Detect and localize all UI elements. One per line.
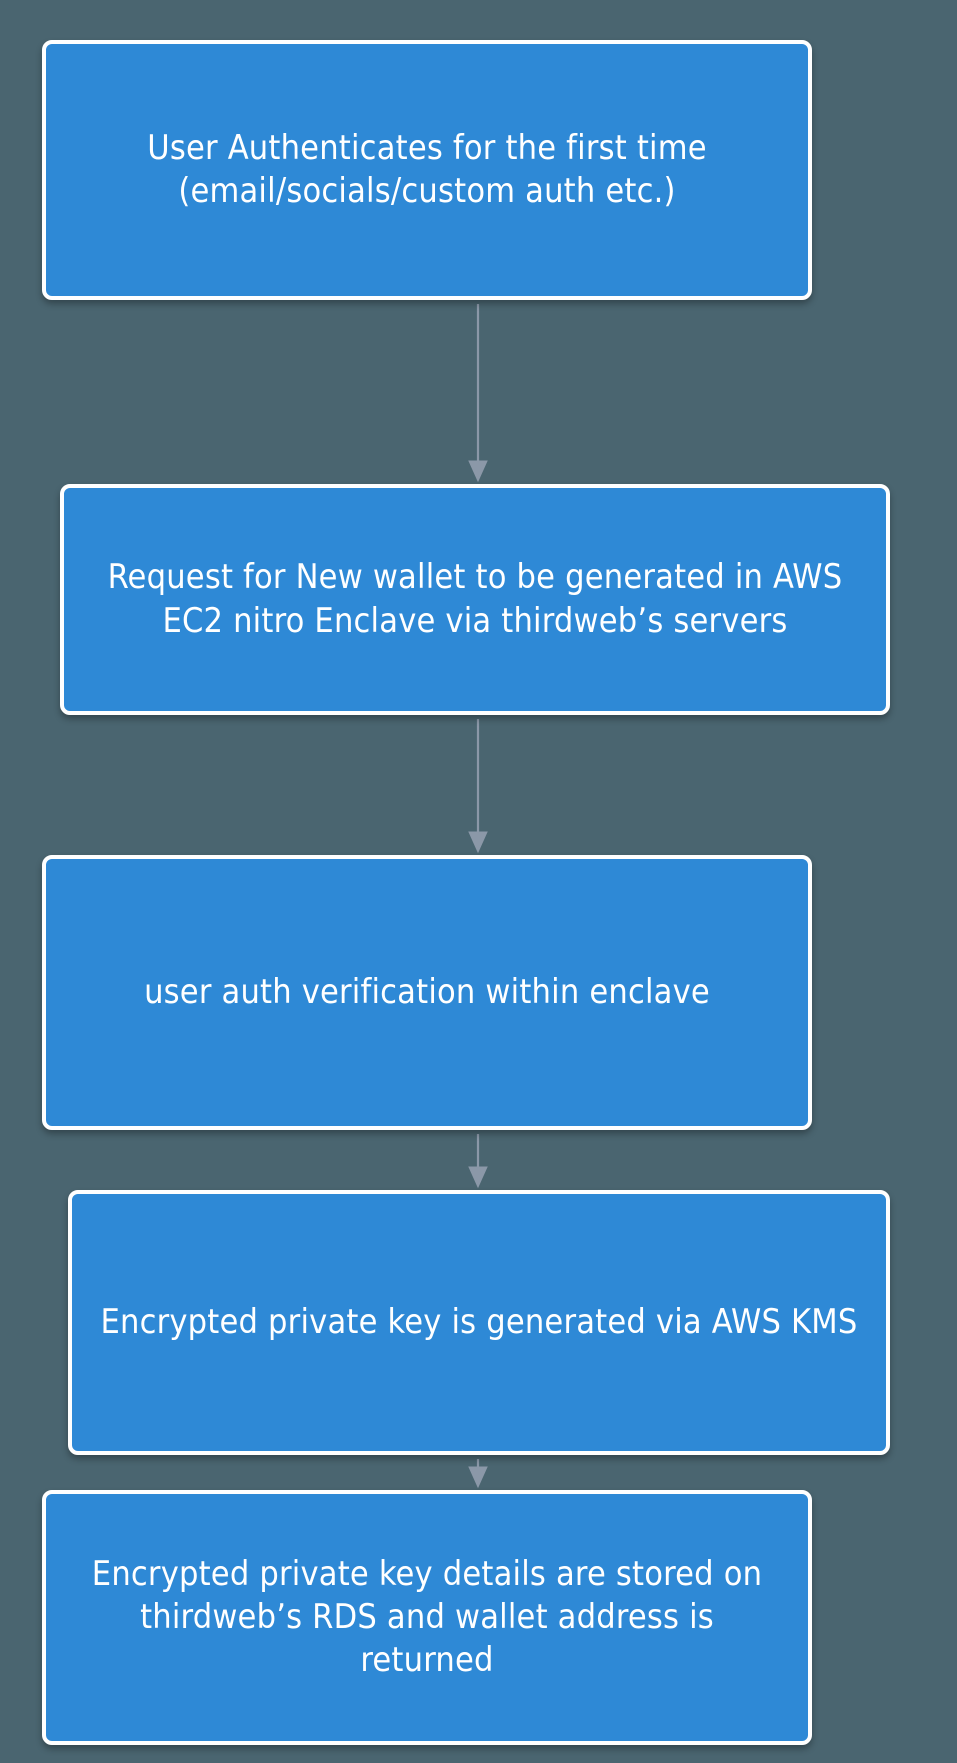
flowchart-node-user-auth-verification[interactable]: user auth verification within enclave (42, 855, 812, 1130)
node-label: Request for New wallet to be generated i… (107, 557, 843, 641)
arrowhead-icon (468, 831, 488, 854)
arrowhead-icon (468, 460, 488, 483)
node-label: User Authenticates for the first time (e… (147, 127, 707, 211)
arrowhead-icon (468, 1166, 488, 1189)
arrowhead-icon (468, 1466, 488, 1489)
flowchart-node-request-new-wallet[interactable]: Request for New wallet to be generated i… (60, 484, 890, 715)
node-label: Encrypted private key is generated via A… (100, 1301, 858, 1342)
node-label: user auth verification within enclave (144, 971, 710, 1012)
node-label: Encrypted private key details are stored… (91, 1553, 763, 1681)
flowchart-node-encrypted-key-generated[interactable]: Encrypted private key is generated via A… (68, 1190, 890, 1455)
flowchart-node-key-stored-address-returned[interactable]: Encrypted private key details are stored… (42, 1490, 812, 1745)
flowchart-node-user-authenticates[interactable]: User Authenticates for the first time (e… (42, 40, 812, 300)
